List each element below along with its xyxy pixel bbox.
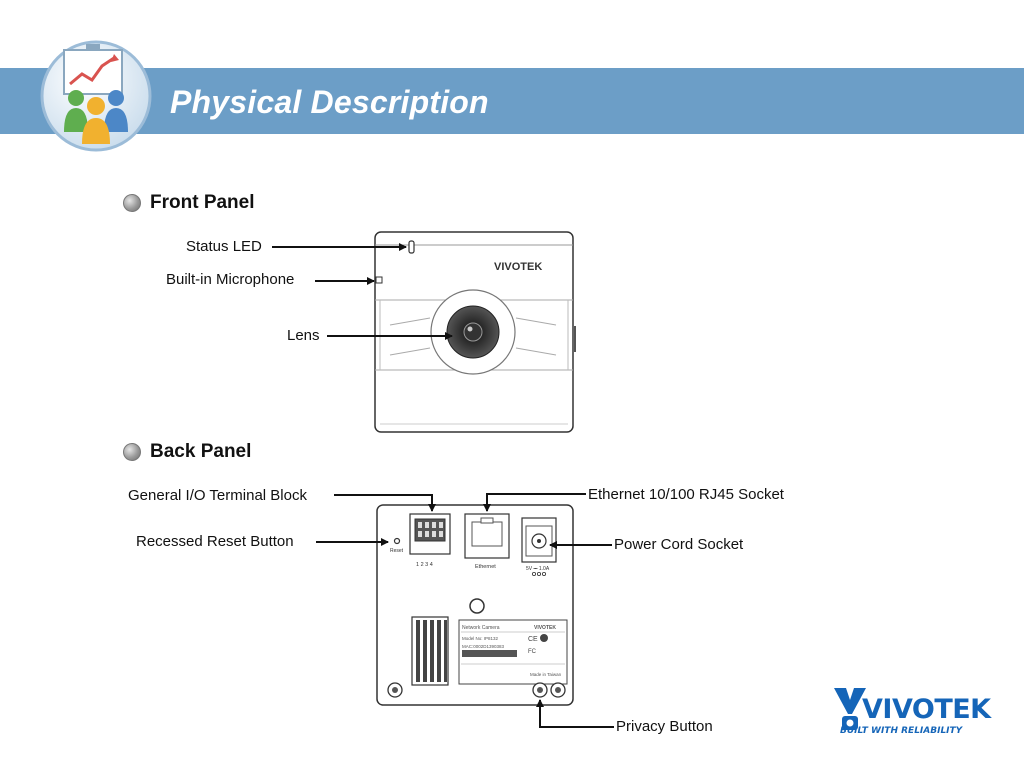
svg-text:Network Camera: Network Camera	[462, 625, 500, 631]
io-terminal-block: 1 2 3 4	[409, 513, 451, 568]
presentation-people-icon	[40, 40, 152, 152]
svg-text:5V ⎓ 1.0A: 5V ⎓ 1.0A	[526, 566, 550, 572]
svg-text:Reset: Reset	[390, 548, 404, 554]
status-led	[408, 240, 415, 254]
front-panel-heading: Front Panel	[123, 192, 255, 214]
back-panel-drawing: Reset 1 2 3 4 Ethernet	[316, 493, 614, 728]
bullet-icon	[123, 443, 141, 461]
vent-grille	[411, 616, 449, 686]
privacy-button-label: Privacy Button	[616, 718, 713, 735]
svg-text:Model No: IP8132: Model No: IP8132	[462, 636, 499, 641]
ethernet-socket: Ethernet	[464, 513, 510, 570]
status-led-label: Status LED	[186, 238, 262, 255]
svg-text:Ethernet: Ethernet	[475, 564, 496, 570]
product-sticker: Network Camera VIVOTEK Model No: IP8132 …	[458, 619, 568, 685]
svg-text:MAC:0002D1390383: MAC:0002D1390383	[462, 644, 505, 649]
vivotek-logo-name: VIVOTEK	[862, 694, 991, 725]
reset-hole	[393, 537, 401, 545]
slide-title: Physical Description	[170, 84, 489, 120]
io-terminal-label: General I/O Terminal Block	[128, 487, 307, 504]
power-socket: 5V ⎓ 1.0A	[521, 517, 557, 577]
mount-hole	[469, 598, 485, 614]
microphone-label: Built-in Microphone	[166, 271, 295, 288]
front-brand-mark: VIVOTEK	[494, 261, 542, 273]
title-banner	[0, 68, 1024, 134]
vivotek-logo: VIVOTEK BUILT WITH RELIABILITY	[832, 686, 997, 738]
ethernet-label: Ethernet 10/100 RJ45 Socket	[588, 486, 784, 503]
vivotek-logo-tagline: BUILT WITH RELIABILITY	[840, 726, 963, 736]
front-panel-drawing: VIVOTEK	[272, 231, 576, 433]
front-panel-heading-text: Front Panel	[150, 192, 255, 213]
microphone-hole	[375, 276, 383, 284]
back-panel-heading-text: Back Panel	[150, 441, 252, 462]
lens-label: Lens	[287, 327, 320, 344]
svg-text:1 2 3 4: 1 2 3 4	[416, 562, 433, 568]
svg-text:VIVOTEK: VIVOTEK	[534, 625, 556, 631]
vivotek-logo-icon	[834, 688, 866, 730]
bullet-icon	[123, 194, 141, 212]
svg-text:FC: FC	[528, 649, 537, 655]
power-socket-label: Power Cord Socket	[614, 536, 744, 553]
lens	[389, 289, 557, 375]
back-panel-heading: Back Panel	[123, 441, 251, 463]
reset-button-label: Recessed Reset Button	[136, 533, 294, 550]
svg-text:CE: CE	[528, 636, 538, 643]
svg-text:Made in Taiwan: Made in Taiwan	[530, 672, 562, 677]
